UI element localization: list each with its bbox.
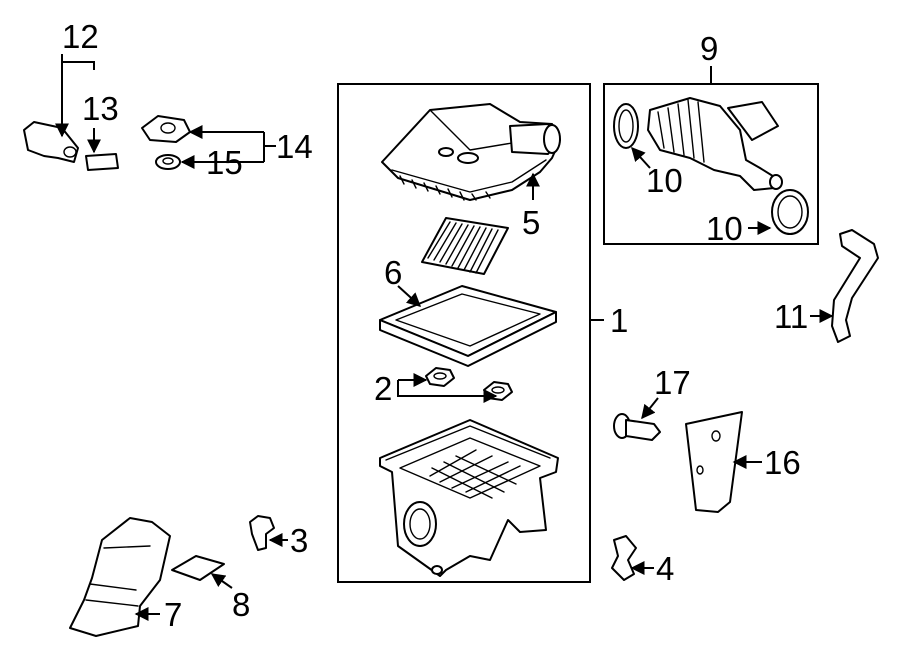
callout-11: 11: [774, 298, 808, 335]
washer: [155, 154, 181, 170]
callout-labels: 1 2 3 4 5 6 7 8 9 10 10 11 12 13 14 15 1…: [62, 18, 808, 633]
vent-hose: [831, 229, 879, 343]
sensor-b: [141, 115, 191, 143]
leader-lines: [55, 54, 834, 621]
inlet-duct: [69, 517, 171, 637]
callout-6: 6: [384, 254, 402, 291]
callout-10-top: 10: [646, 162, 683, 199]
callout-10-bottom: 10: [706, 210, 743, 247]
callout-17: 17: [654, 364, 691, 401]
callout-8: 8: [232, 586, 250, 623]
callout-2: 2: [374, 370, 392, 407]
callout-1: 1: [610, 302, 628, 339]
filter-tray: [379, 285, 557, 367]
push-pin: [613, 413, 661, 441]
callout-14: 14: [276, 128, 313, 165]
nut-a: [425, 367, 455, 387]
callout-5: 5: [522, 204, 540, 241]
bracket: [685, 411, 743, 513]
air-cleaner-housing: [379, 419, 559, 577]
hose-clamp: [771, 189, 809, 235]
grommet: [249, 515, 275, 551]
callout-13: 13: [82, 90, 119, 127]
nut-b: [483, 381, 513, 401]
intake-duct: [613, 97, 783, 191]
callout-15: 15: [206, 144, 243, 181]
seal: [85, 153, 119, 171]
pad: [171, 555, 225, 581]
sensor: [23, 121, 79, 163]
callout-7: 7: [164, 596, 182, 633]
assembly-frame-1: [337, 83, 591, 583]
callout-9: 9: [700, 30, 718, 67]
callout-4: 4: [656, 550, 674, 587]
air-cleaner-cover: [381, 103, 561, 201]
callout-16: 16: [764, 444, 801, 481]
filter-element: [421, 217, 509, 275]
callout-12: 12: [62, 18, 99, 55]
clip: [611, 535, 637, 581]
callout-3: 3: [290, 522, 308, 559]
